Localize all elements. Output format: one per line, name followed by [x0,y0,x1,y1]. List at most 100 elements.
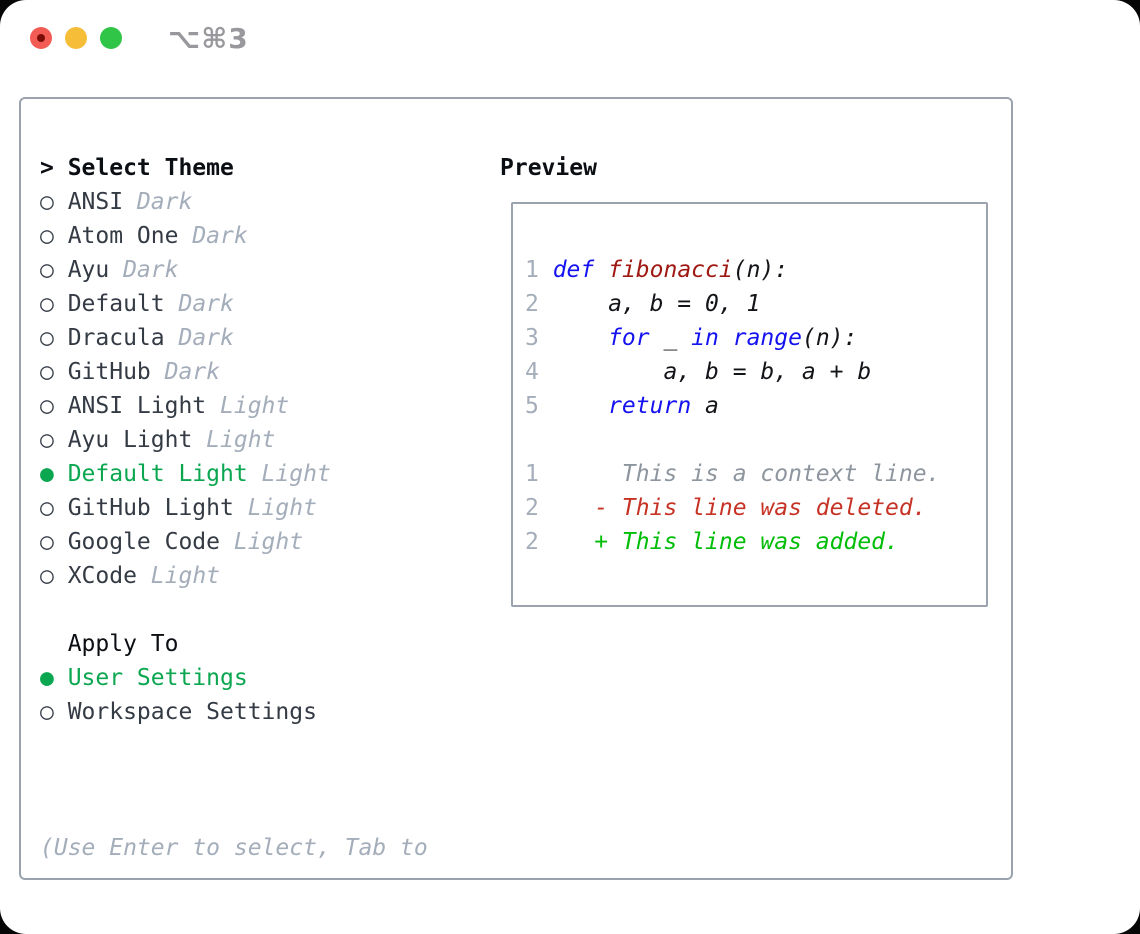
close-button[interactable] [30,27,52,49]
theme-list: ○ ANSI Dark ○ Atom One Dark ○ Ayu Dark ○ Defaul… [40,185,490,593]
theme-name: GitHub [67,359,151,385]
code-segment-keyword: range [732,325,802,351]
theme-option-xcode-light[interactable]: ○XCode Light [40,559,490,593]
theme-list-column: > Select Theme ○ ANSI Dark ○ Atom One Dark ○ A… [40,151,490,934]
code-line [525,423,986,457]
theme-name: Default Light [67,461,248,487]
theme-variant: Light [206,393,290,419]
apply-option-label: Workspace Settings [67,699,317,725]
theme-picker-panel: > Select Theme ○ ANSI Dark ○ Atom One Dark ○ A… [19,97,1013,880]
apply-to-title: Apply To [67,631,179,657]
code-line: 2 - This line was deleted. [525,491,986,525]
radio-unselected-icon: ○ [40,325,54,351]
theme-option-ansi-light-light[interactable]: ○ ANSI Light Light [40,389,490,423]
theme-name: Ayu Light [67,427,193,453]
radio-unselected-icon: ○ [40,223,54,249]
line-number: 2 [525,529,539,555]
radio-unselected-icon: ○ [40,699,54,725]
theme-variant: Light [247,461,331,487]
theme-variant: Dark [164,291,234,317]
theme-name: ANSI Light [67,393,207,419]
code-segment-keyword: in [691,325,719,351]
theme-option-ayu-light-light[interactable]: ○Ayu Light Light [40,423,490,457]
code-segment-plain: _ [649,325,692,351]
radio-unselected-icon: ○ [40,189,54,215]
radio-unselected-icon: ○ [40,563,54,589]
code-segment-plain [594,257,608,283]
radio-unselected-icon: ○ [40,257,54,283]
code-segment-plain [553,393,608,419]
line-number: 1 [525,461,539,487]
theme-name: ANSI [67,189,124,215]
code-segment-keyword: return [608,393,692,419]
theme-option-default-dark[interactable]: ○ Default Dark [40,287,490,321]
select-theme-title: Select Theme [67,155,234,181]
theme-option-ayu-dark[interactable]: ○Ayu Dark [40,253,490,287]
theme-variant: Dark [178,223,248,249]
code-segment-plain: a [691,393,719,419]
theme-option-default-light-light[interactable]: ● Default Light Light [40,457,490,491]
radio-unselected-icon: ○ [40,427,54,453]
radio-unselected-icon: ○ [40,359,54,385]
radio-unselected-icon: ○ [40,393,54,419]
hint-text: (Use Enter to select, Tab to change focu… [40,763,490,934]
theme-name: Ayu [67,257,110,283]
code-line: 4 a, b = b, a + b [525,355,986,389]
theme-option-ansi-dark[interactable]: ○ ANSI Dark [40,185,490,219]
selection-cursor: > [40,155,54,181]
radio-selected-icon: ● [40,665,54,691]
line-number: 3 [525,325,539,351]
apply-option-user-settings[interactable]: ● User Settings [40,661,490,695]
line-number: 5 [525,393,539,419]
code-line: 1 This is a context line. [525,457,986,491]
spacer [40,729,490,763]
preview-column: Preview [500,151,1000,185]
minimize-button[interactable] [65,27,87,49]
theme-option-google-code-light[interactable]: ○Google Code Light [40,525,490,559]
code-line: 5 return a [525,389,986,423]
code-segment-plain: a, b = 0, 1 [552,291,761,317]
preview-title: Preview [500,155,597,181]
code-line: 2 + This line was added. [525,525,986,559]
apply-option-workspace-settings[interactable]: ○ Workspace Settings [40,695,490,729]
theme-variant: Light [233,495,317,521]
theme-name: Default [67,291,165,317]
theme-variant: Light [220,529,304,555]
code-line: 3 for _ in range(n): [525,321,986,355]
theme-option-dracula-dark[interactable]: ○Dracula Dark [40,321,490,355]
code-segment-keyword: for [608,325,650,351]
theme-option-github-dark[interactable]: ○ GitHub Dark [40,355,490,389]
select-theme-header: > Select Theme [40,151,490,185]
maximize-button[interactable] [100,27,122,49]
apply-option-label: User Settings [67,665,248,691]
spacer [40,593,490,627]
code-segment-context: This is a context line. [552,461,941,487]
line-number: 2 [525,291,539,317]
theme-name: GitHub Light [67,495,234,521]
close-button-dot-icon [37,34,45,42]
code-segment-function: fibonacci [608,257,733,283]
theme-option-github-light-light[interactable]: ○ GitHub Light Light [40,491,490,525]
theme-name: Atom One [67,223,179,249]
line-number: 1 [525,257,539,283]
radio-selected-icon: ● [40,461,54,487]
apply-to-header: Apply To [40,627,490,661]
theme-name: Dracula [67,325,165,351]
theme-name: Google Code [67,529,221,555]
theme-variant: Dark [123,189,193,215]
radio-unselected-icon: ○ [40,291,54,317]
code-segment-plain: (n): [801,325,858,351]
theme-option-atom-one-dark[interactable]: ○ Atom One Dark [40,219,490,253]
line-number: 4 [525,359,539,385]
preview-header: Preview [500,151,1000,185]
radio-unselected-icon: ○ [40,495,54,521]
theme-variant: Dark [150,359,221,385]
code-segment-plain: (n): [732,257,789,283]
code-segment-plain [719,325,733,351]
theme-name: XCode [67,563,137,589]
window-shortcut-label: ⌥⌘3 [168,22,249,55]
code-line: 2 a, b = 0, 1 [525,287,986,321]
